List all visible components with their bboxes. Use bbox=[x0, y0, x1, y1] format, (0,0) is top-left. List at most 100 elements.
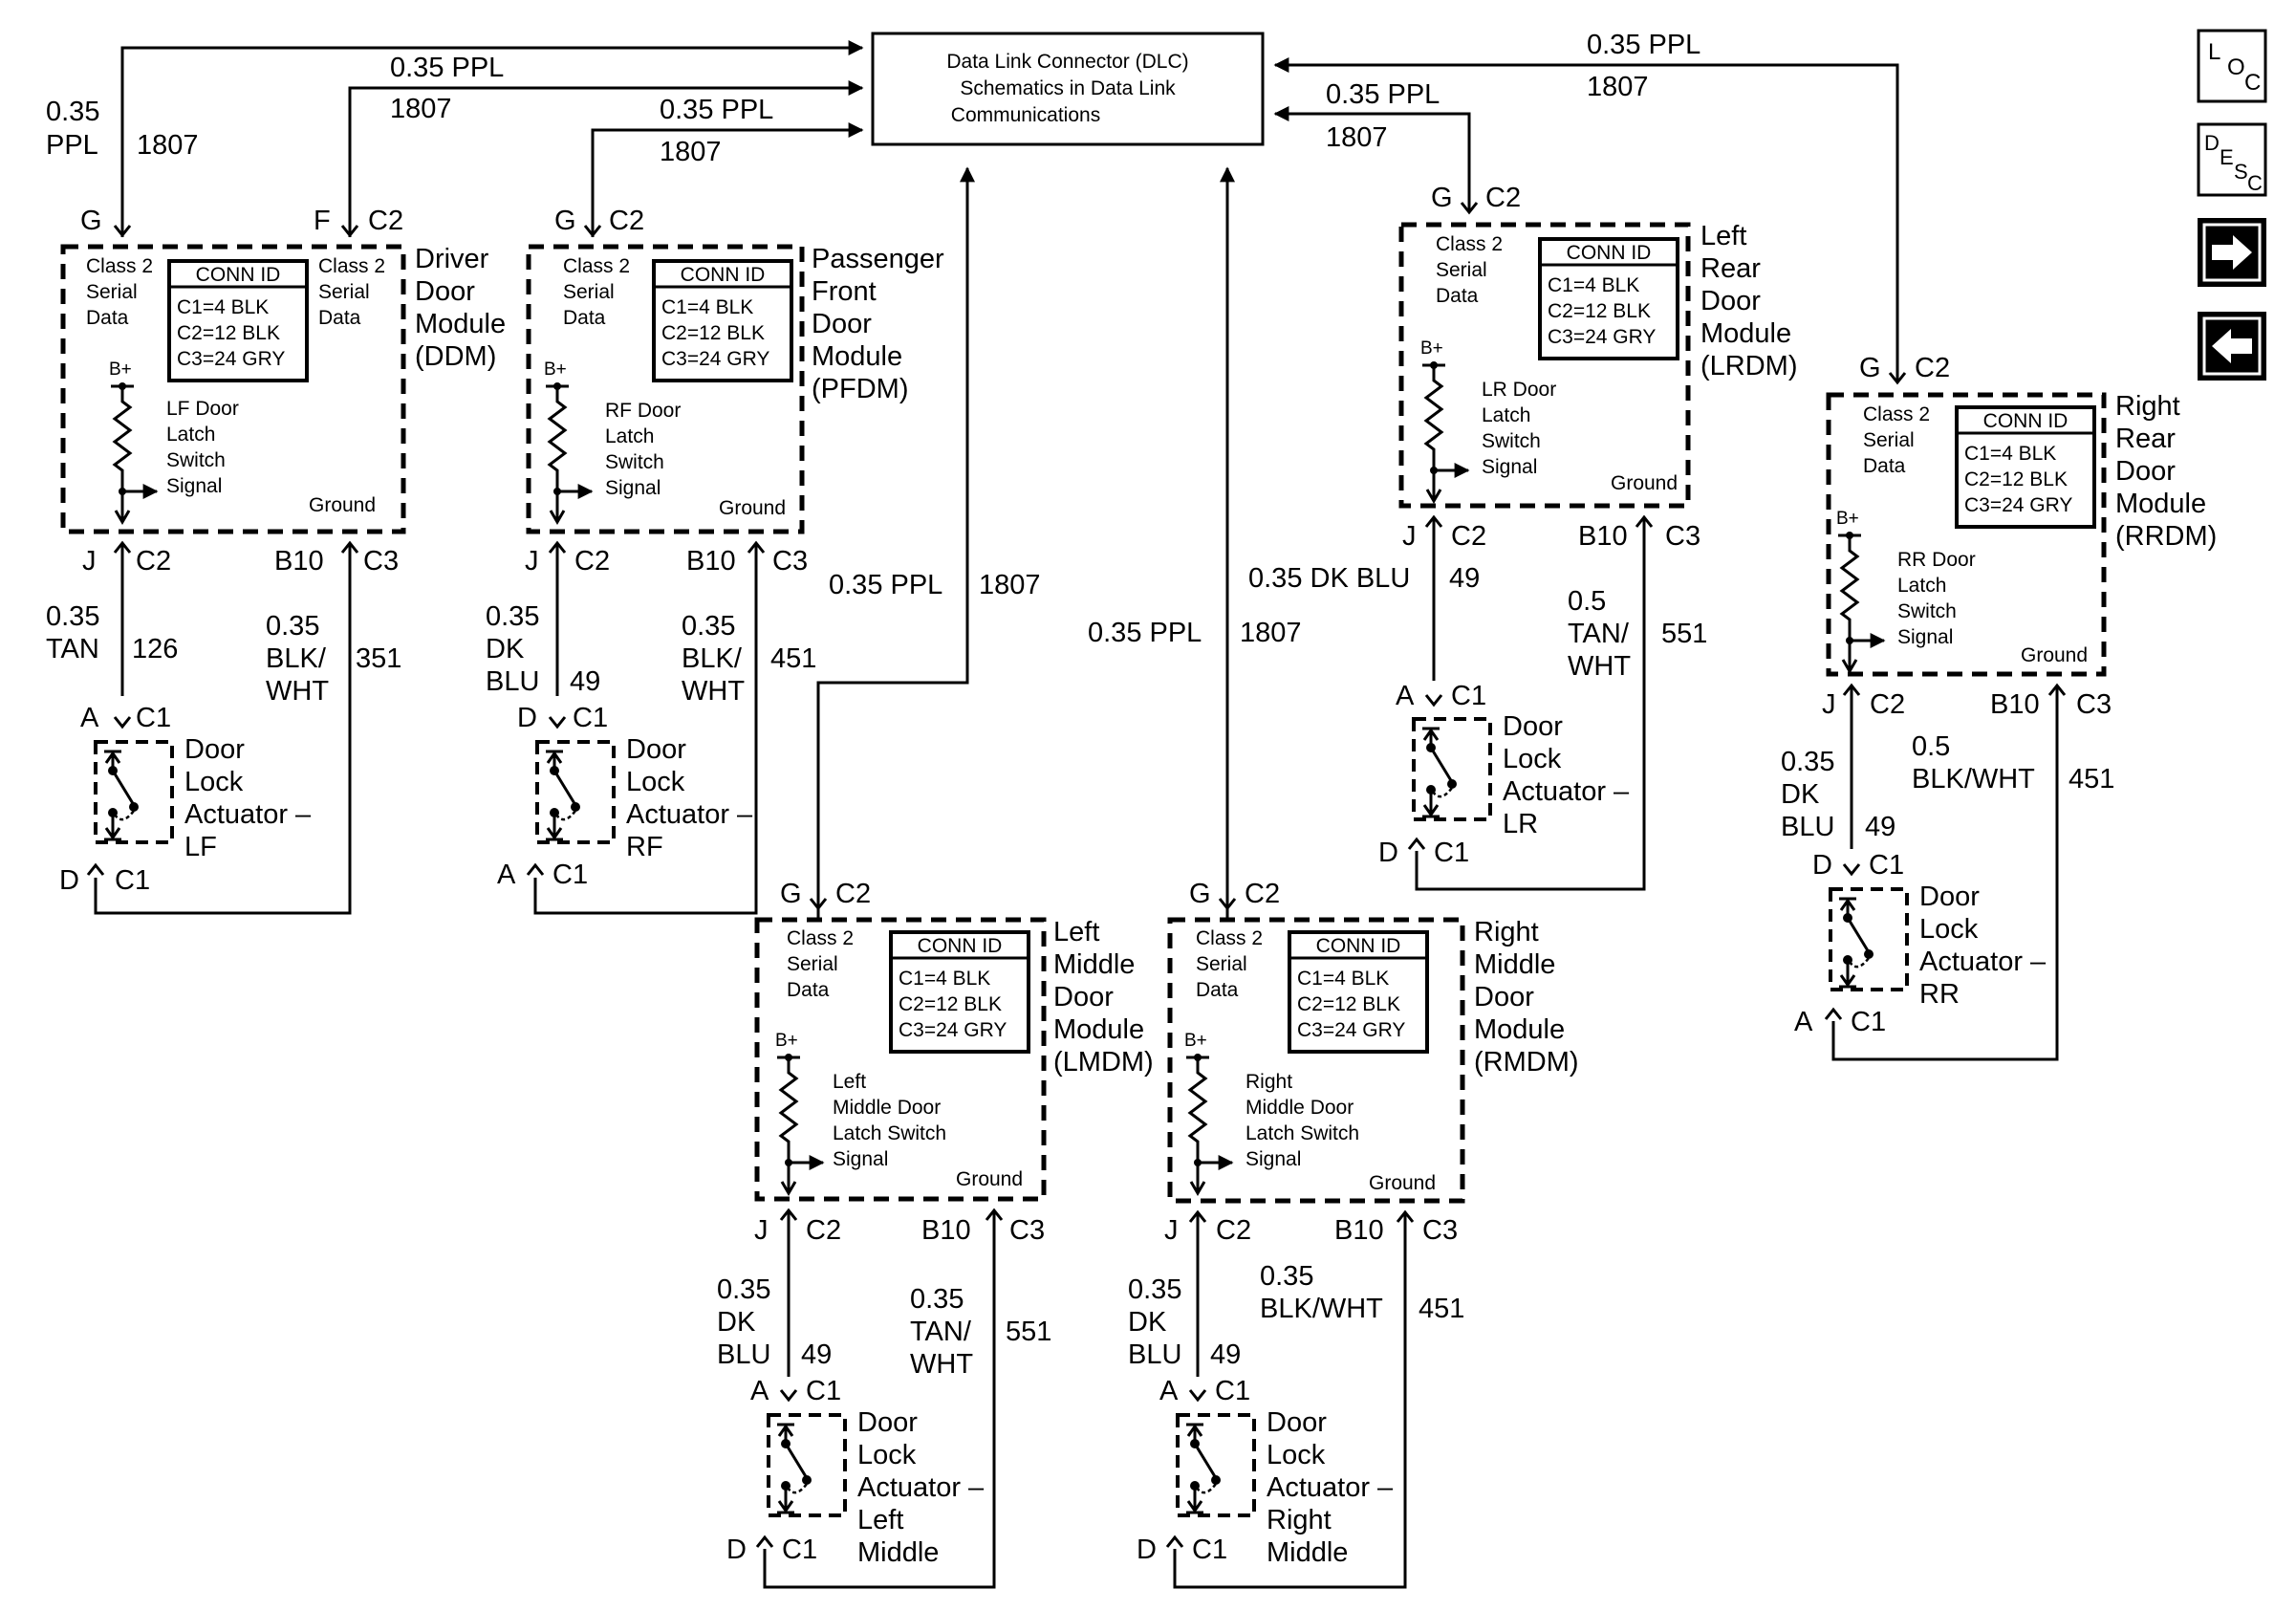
switch-label: Latch Switch bbox=[833, 1122, 946, 1144]
pin-label: C1 bbox=[1215, 1376, 1250, 1406]
module-name: (DDM) bbox=[415, 341, 496, 372]
module-name: Module bbox=[2115, 489, 2206, 519]
bplus-label: B+ bbox=[1836, 509, 1859, 529]
switch-label: Latch bbox=[1897, 575, 1946, 597]
module-name: (LMDM) bbox=[1053, 1047, 1154, 1078]
wire-gauge: 0.5 bbox=[1912, 731, 1950, 762]
wire-label-circuit: 1807 bbox=[1326, 122, 1388, 153]
desc-letter: E bbox=[2220, 145, 2234, 169]
dlc-wire-labels: 0.35 PPL 1807 0.35 PPL 1807 0.35 PPL 180… bbox=[46, 30, 1700, 648]
forward-button[interactable] bbox=[2198, 218, 2266, 287]
module-name: (RMDM) bbox=[1474, 1047, 1579, 1078]
pin-label: C1 bbox=[806, 1376, 841, 1406]
wire-color: BLU bbox=[1781, 812, 1834, 842]
wire-circuit: 49 bbox=[570, 666, 600, 697]
pin-label: A bbox=[750, 1376, 769, 1406]
data-label: Data bbox=[1863, 455, 1906, 477]
serial-label: Serial bbox=[1863, 429, 1915, 451]
wire-gauge: 0.35 bbox=[910, 1284, 964, 1315]
conn-id-c3: C3=24 GRY bbox=[661, 348, 769, 370]
class2-label: Class 2 bbox=[86, 255, 153, 277]
switch-label: Latch bbox=[166, 424, 215, 446]
wire-label-circuit: 1807 bbox=[1587, 72, 1649, 102]
wire-gauge: 0.35 bbox=[46, 601, 99, 632]
wire-gauge: 0.35 bbox=[1781, 747, 1834, 777]
wire-color: BLU bbox=[1128, 1339, 1181, 1370]
wire-label-gauge-color: 0.35 PPL bbox=[1587, 30, 1700, 60]
module-name: (RRDM) bbox=[2115, 521, 2217, 552]
pin-label: C2 bbox=[835, 879, 871, 909]
data-label: Data bbox=[1196, 979, 1239, 1001]
conn-id-c1: C1=4 BLK bbox=[1964, 443, 2056, 465]
pin-label: C2 bbox=[136, 546, 171, 577]
actuator-label: RR bbox=[1919, 979, 1960, 1010]
conn-id-c1: C1=4 BLK bbox=[177, 296, 269, 318]
switch-label: Switch bbox=[166, 449, 226, 471]
switch-label: Latch bbox=[1482, 404, 1530, 426]
pin-label: C1 bbox=[1451, 681, 1486, 711]
ground-label: Ground bbox=[1611, 472, 1678, 494]
wire-label-color: PPL bbox=[46, 130, 98, 161]
wire-circuit: 49 bbox=[1865, 812, 1895, 842]
ground-label: Ground bbox=[309, 494, 376, 516]
switch-label: LR Door bbox=[1482, 379, 1556, 401]
pin-label: C1 bbox=[1869, 850, 1904, 881]
conn-id-title: CONN ID bbox=[196, 264, 281, 286]
pin-label: J bbox=[82, 546, 97, 577]
pin-label: C1 bbox=[1434, 838, 1469, 868]
conn-id-c2: C2=12 BLK bbox=[661, 322, 765, 344]
module-name: Module bbox=[1053, 1014, 1144, 1045]
loc-letter: O bbox=[2227, 54, 2245, 80]
serial-label: Serial bbox=[1436, 259, 1487, 281]
data-label: Data bbox=[318, 307, 361, 329]
desc-button[interactable]: D E S C bbox=[2197, 122, 2267, 197]
wire-circuit: 351 bbox=[356, 643, 401, 674]
class2-label: Class 2 bbox=[1196, 927, 1263, 949]
module-name: Middle bbox=[1053, 949, 1135, 980]
pin-label: C3 bbox=[1665, 521, 1700, 552]
pin-label: A bbox=[1396, 681, 1415, 711]
switch-label: Signal bbox=[1245, 1148, 1301, 1170]
wire-label-gauge-color: 0.35 PPL bbox=[829, 570, 942, 600]
serial-label: Serial bbox=[563, 281, 615, 303]
pin-label: C2 bbox=[1870, 689, 1905, 720]
actuator-label: Actuator – bbox=[857, 1472, 985, 1503]
module-name: Left bbox=[1053, 917, 1099, 947]
back-button[interactable] bbox=[2198, 312, 2266, 381]
pin-label: C2 bbox=[1451, 521, 1486, 552]
conn-id-c3: C3=24 GRY bbox=[899, 1019, 1007, 1041]
pin-label: C1 bbox=[115, 865, 150, 896]
actuator-label: LR bbox=[1503, 809, 1538, 839]
pin-label: G bbox=[1431, 183, 1453, 213]
pin-label: D bbox=[517, 703, 537, 733]
loc-button[interactable]: L O C bbox=[2197, 29, 2267, 103]
pin-label: B10 bbox=[1578, 521, 1628, 552]
module-name: Door bbox=[1700, 286, 1761, 316]
class2-label: Class 2 bbox=[318, 255, 385, 277]
actuator-label: RF bbox=[626, 832, 663, 862]
pin-label: J bbox=[525, 546, 539, 577]
switch-label: Latch bbox=[605, 425, 654, 447]
pin-label: B10 bbox=[1990, 689, 2040, 720]
desc-letter: S bbox=[2234, 160, 2248, 184]
conn-id-c1: C1=4 BLK bbox=[1297, 968, 1389, 990]
switch-label: Left bbox=[833, 1071, 866, 1093]
module-name: Right bbox=[2115, 391, 2180, 422]
pin-label: D bbox=[1378, 838, 1398, 868]
actuator-label: Actuator – bbox=[626, 799, 753, 830]
wire-label-gauge-color: 0.35 PPL bbox=[660, 95, 773, 125]
wire-color: TAN/ bbox=[910, 1317, 972, 1347]
module-name: Rear bbox=[2115, 424, 2176, 454]
module-name: Door bbox=[1053, 982, 1114, 1012]
loc-letter: C bbox=[2244, 70, 2261, 96]
switch-label: RF Door bbox=[605, 400, 681, 422]
